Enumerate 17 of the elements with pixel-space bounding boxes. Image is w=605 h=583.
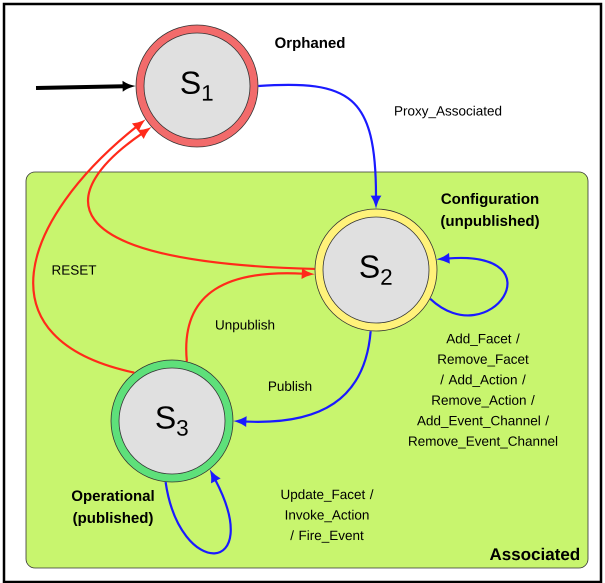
arrow — [258, 84, 381, 206]
arrow — [164, 472, 232, 554]
arrow — [36, 82, 132, 91]
edge-label: Unpublish — [216, 320, 274, 332]
arrow — [32, 120, 144, 374]
arrow — [185, 269, 312, 362]
arrow — [236, 331, 372, 426]
state-name: Operational (published) — [72, 490, 154, 526]
arrow — [88, 128, 315, 270]
edge-label: Update_Facet / Invoke_Action / Fire_Event — [282, 489, 374, 543]
edge-label: RESET — [52, 265, 96, 275]
edge-label: Proxy_Associated — [395, 106, 502, 118]
edge-label: Publish — [268, 381, 312, 391]
edge-label: Add_Facet / Remove_Facet / Add_Action / Remove_Action / Add_Event_Channel / Remove_Event_Channel — [409, 334, 558, 448]
state-name: Configuration (unpublished) — [441, 193, 539, 229]
arrow — [430, 254, 508, 316]
state-name: Orphaned — [275, 37, 344, 51]
